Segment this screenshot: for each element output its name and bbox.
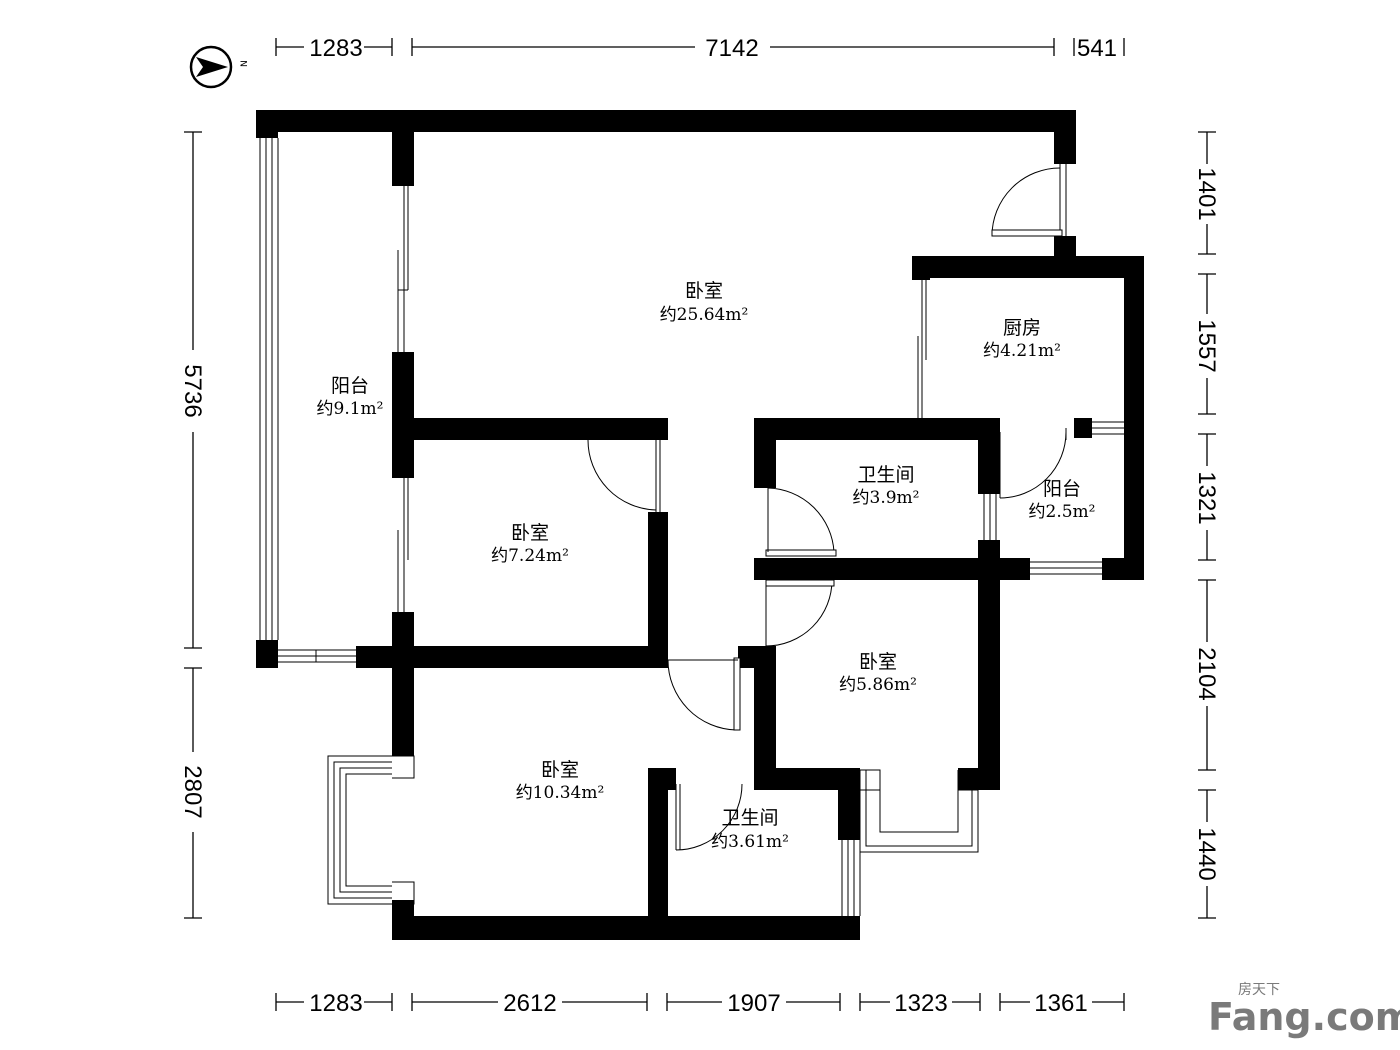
room-name: 卫生间 [721, 807, 778, 829]
dimension-bottom: 1283 2612 1907 1323 1361 [275, 990, 1125, 1017]
room-area: 约9.1m² [317, 399, 384, 419]
room-bathroom-upper: 卫生间 约3.9m² [853, 464, 920, 508]
room-bedroom-mid: 卧室 约7.24m² [491, 522, 569, 566]
dim-bottom-2: 2612 [503, 990, 556, 1017]
watermark-logo: 房天下 Fang.com [1208, 982, 1400, 1039]
dim-bottom-3: 1907 [727, 990, 780, 1017]
room-area: 约5.86m² [839, 675, 917, 695]
dim-top-3: 541 [1077, 35, 1117, 62]
walls [256, 110, 1144, 940]
room-name: 卧室 [541, 759, 579, 781]
watermark-brand: Fang.com [1208, 995, 1400, 1039]
room-area: 约10.34m² [516, 783, 605, 803]
dim-top-2: 7142 [705, 35, 758, 62]
room-area: 约3.61m² [711, 832, 789, 852]
dim-right-5: 1440 [1193, 827, 1220, 880]
room-name: 卧室 [685, 280, 723, 302]
room-area: 约2.5m² [1029, 502, 1096, 522]
dimension-top: 1283 7142 541 [275, 35, 1125, 62]
room-area: 约3.9m² [853, 488, 920, 508]
room-name: 卫生间 [857, 464, 914, 486]
compass-label: N [240, 60, 250, 67]
room-area: 约25.64m² [660, 305, 749, 325]
dim-bottom-4: 1323 [894, 990, 947, 1017]
room-name: 厨房 [1003, 317, 1041, 339]
watermark-cn: 房天下 [1238, 982, 1280, 998]
dim-bottom-1: 1283 [309, 990, 362, 1017]
room-name: 阳台 [1043, 478, 1081, 500]
room-area: 约4.21m² [983, 341, 1061, 361]
windows [259, 138, 1124, 916]
dim-right-3: 1321 [1193, 471, 1220, 524]
dim-right-1: 1401 [1193, 167, 1220, 220]
dim-right-4: 2104 [1193, 647, 1220, 700]
room-balcony-west: 阳台 约9.1m² [317, 375, 384, 419]
room-bedroom-small: 卧室 约5.86m² [839, 651, 917, 695]
dimension-right: 1401 1557 1321 2104 1440 [1193, 131, 1220, 919]
dim-right-2: 1557 [1193, 319, 1220, 372]
room-name: 阳台 [331, 375, 369, 397]
doors [587, 164, 1067, 851]
room-name: 卧室 [511, 522, 549, 544]
compass-icon: N [189, 45, 250, 89]
dim-left-2: 2807 [179, 765, 206, 818]
room-bathroom-lower: 卫生间 约3.61m² [711, 807, 789, 852]
dim-left-1: 5736 [179, 364, 206, 417]
room-bedroom-main: 卧室 约25.64m² [660, 280, 749, 325]
dim-top-1: 1283 [309, 35, 362, 62]
dim-bottom-5: 1361 [1034, 990, 1087, 1017]
room-kitchen: 厨房 约4.21m² [983, 317, 1061, 361]
room-name: 卧室 [859, 651, 897, 673]
dimension-left: 5736 2807 [179, 131, 206, 919]
room-balcony-small: 阳台 约2.5m² [1029, 478, 1096, 522]
room-bedroom-lower: 卧室 约10.34m² [516, 759, 605, 803]
room-area: 约7.24m² [491, 546, 569, 566]
